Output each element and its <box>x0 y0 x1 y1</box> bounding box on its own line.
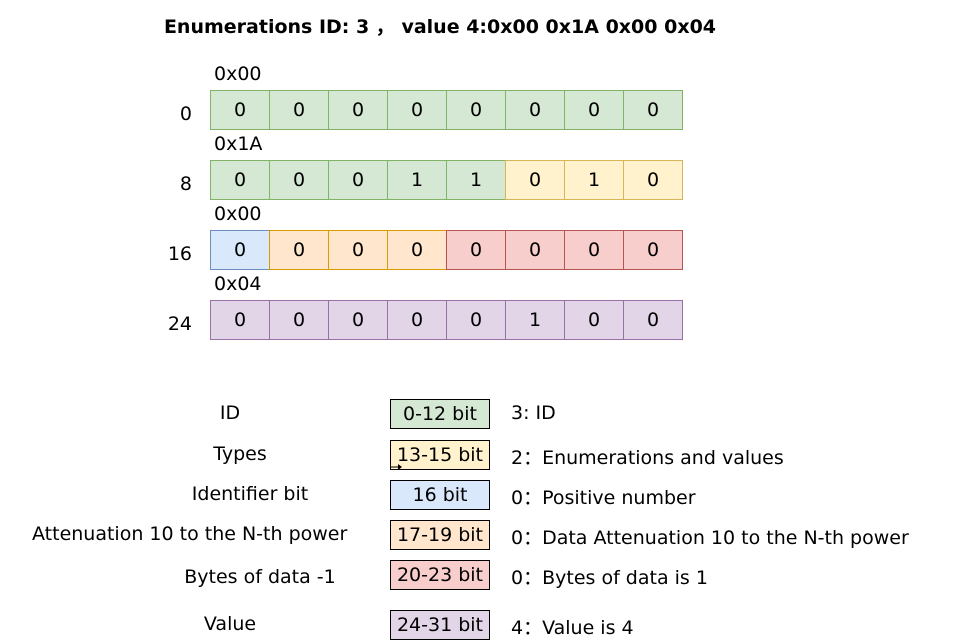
legend-desc-bytes: 0：Bytes of data is 1 <box>511 567 708 589</box>
byte-hex-label: 0x1A <box>214 133 263 155</box>
bit-cell: 1 <box>505 300 565 340</box>
byte-hex-label: 0x00 <box>214 203 262 225</box>
bit-cell: 0 <box>623 230 683 270</box>
bit-cell: 0 <box>446 90 506 130</box>
row-start-bit: 0 <box>179 103 192 125</box>
byte-hex-label: 0x00 <box>214 63 262 85</box>
legend-name-types: Types <box>213 443 267 465</box>
row-start-bit: 8 <box>179 173 192 195</box>
bit-cell: 1 <box>446 160 506 200</box>
legend-range-attenuation: 17-19 bit <box>390 520 490 550</box>
legend-desc-id: 3: ID <box>511 402 556 424</box>
bit-cell: 0 <box>210 300 270 340</box>
bit-cell: 0 <box>387 90 447 130</box>
legend-name-bytes: Bytes of data -1 <box>184 566 336 588</box>
bit-cell: 0 <box>505 230 565 270</box>
bit-cell: 0 <box>269 160 329 200</box>
bit-cell: 1 <box>564 160 624 200</box>
bit-cell: 0 <box>328 160 388 200</box>
row-start-bit: 16 <box>167 243 192 265</box>
bit-cell: 0 <box>269 230 329 270</box>
bit-cell: 0 <box>328 230 388 270</box>
bit-cell: 0 <box>269 300 329 340</box>
bit-cell: 0 <box>210 160 270 200</box>
bit-cell: 0 <box>623 90 683 130</box>
bit-row-16: 0 0 0 0 0 0 0 0 <box>210 230 690 270</box>
bit-cell: 1 <box>387 160 447 200</box>
bit-cell: 0 <box>564 300 624 340</box>
bit-row-8: 0 0 0 1 1 0 1 0 <box>210 160 690 200</box>
legend-name-id: ID <box>219 402 241 424</box>
arrow-icon <box>390 464 402 470</box>
legend-range-identifier: 16 bit <box>390 480 490 510</box>
bit-cell: 0 <box>210 230 270 270</box>
legend-range-bytes: 20-23 bit <box>390 560 490 590</box>
bit-cell: 0 <box>564 230 624 270</box>
bit-cell: 0 <box>446 300 506 340</box>
bit-cell: 0 <box>623 160 683 200</box>
legend-name-value: Value <box>203 613 257 635</box>
bit-cell: 0 <box>505 90 565 130</box>
bit-cell: 0 <box>210 90 270 130</box>
bit-cell: 0 <box>623 300 683 340</box>
bit-cell: 0 <box>564 90 624 130</box>
bit-cell: 0 <box>328 300 388 340</box>
bit-cell: 0 <box>328 90 388 130</box>
bit-cell: 0 <box>505 160 565 200</box>
legend-range-id: 0-12 bit <box>390 399 490 429</box>
bit-cell: 0 <box>387 230 447 270</box>
bit-cell: 0 <box>387 300 447 340</box>
bit-row-0: 0 0 0 0 0 0 0 0 <box>210 90 690 130</box>
bit-row-24: 0 0 0 0 0 1 0 0 <box>210 300 690 340</box>
bit-cell: 0 <box>269 90 329 130</box>
legend-name-attenuation: Attenuation 10 to the N-th power <box>32 523 348 545</box>
row-start-bit: 24 <box>167 313 192 335</box>
bit-cell: 0 <box>446 230 506 270</box>
legend-desc-attenuation: 0：Data Attenuation 10 to the N-th power <box>511 527 909 549</box>
diagram-title: Enumerations ID: 3 ， value 4:0x00 0x1A 0… <box>163 16 717 38</box>
legend-name-identifier: Identifier bit <box>191 483 309 505</box>
byte-hex-label: 0x04 <box>214 273 262 295</box>
legend-desc-value: 4：Value is 4 <box>511 617 634 639</box>
legend-range-value: 24-31 bit <box>390 610 490 640</box>
legend-range-types: 13-15 bit <box>390 440 490 470</box>
legend-desc-types: 2：Enumerations and values <box>511 447 784 469</box>
legend-desc-identifier: 0：Positive number <box>511 487 696 509</box>
